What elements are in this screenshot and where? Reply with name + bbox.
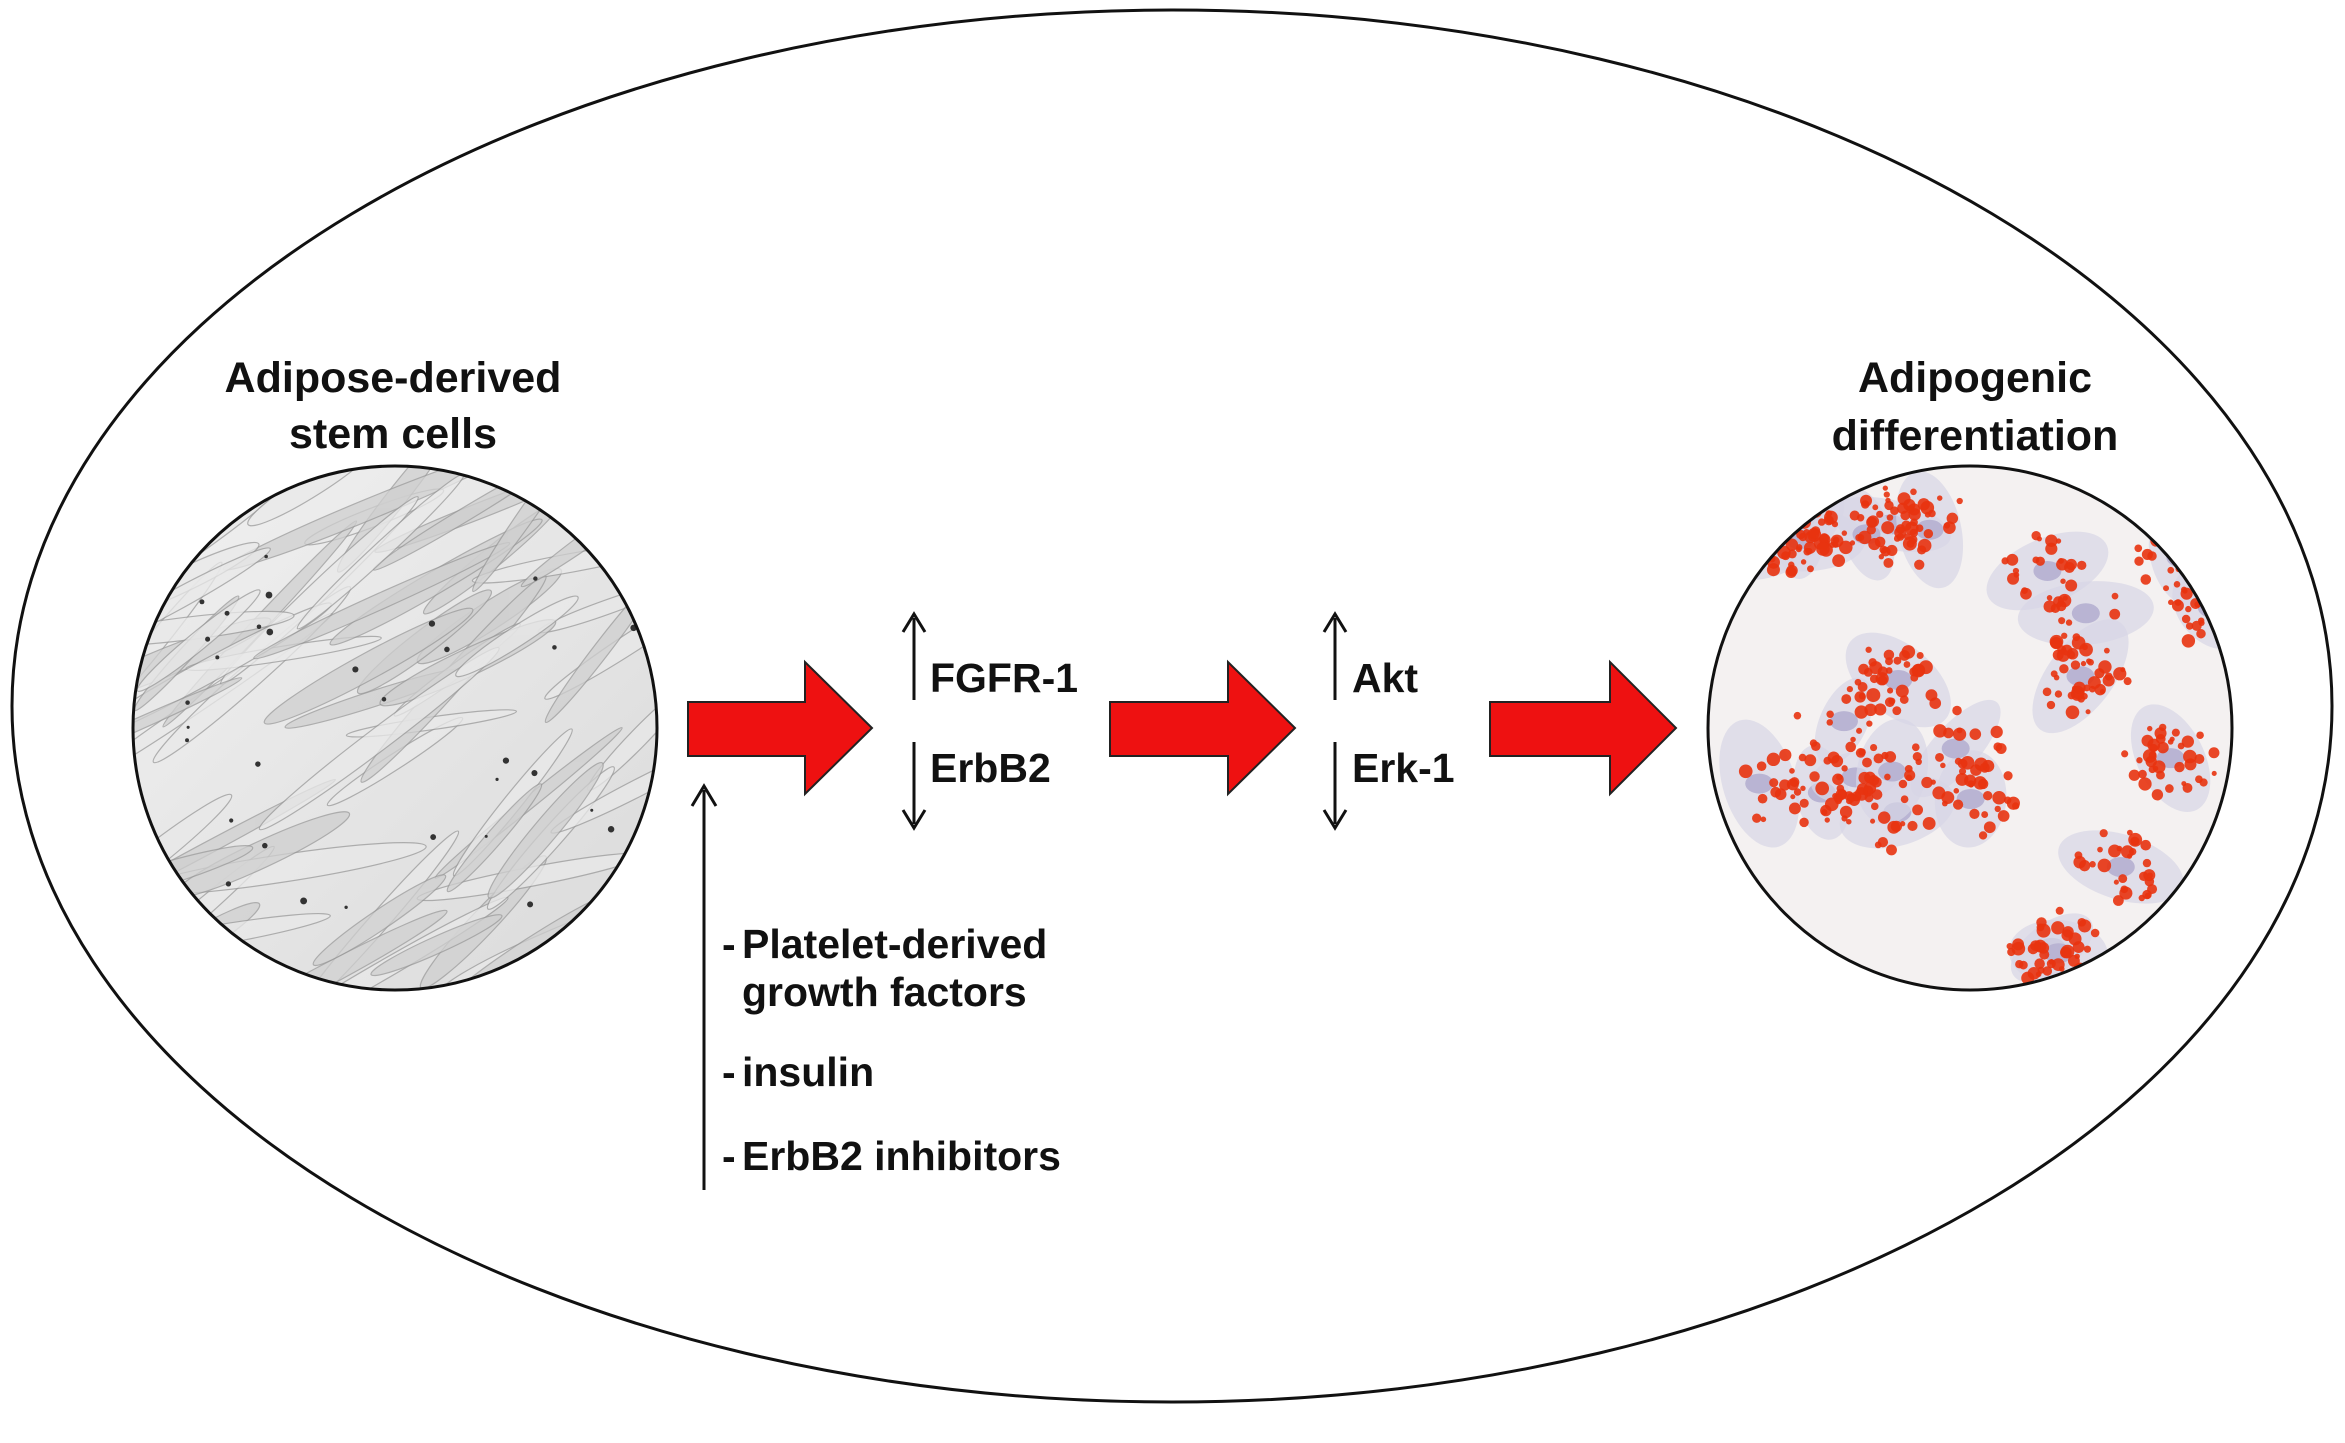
modulator-3-bullet: - [722,1133,736,1179]
source-title-line-1: Adipose-derived [225,354,562,402]
up-arrow-signaling [1322,611,1348,700]
modulator-1-bullet: - [722,921,736,967]
source-panel: Adipose-derived stem cells [131,354,659,992]
receptor-up-label: FGFR-1 [930,655,1078,701]
modulator-input-arrow [690,783,718,1190]
modulator-2-bullet: - [722,1049,736,1095]
signaling-down-label: Erk-1 [1352,745,1455,791]
down-arrow-signaling [1322,742,1348,831]
modulator-1-line-1: Platelet-derived [742,921,1047,967]
source-title-line-2: stem cells [289,410,497,458]
target-title-line-2: differentiation [1832,412,2119,460]
red-arrow-1 [687,659,874,797]
up-arrow-receptor [901,611,927,700]
modulator-list: - Platelet-derived growth factors - insu… [722,921,1061,1179]
receptor-down-label: ErbB2 [930,745,1051,791]
adipocyte-micrograph [1706,464,2234,992]
target-title-line-1: Adipogenic [1858,354,2092,402]
down-arrow-receptor [901,742,927,831]
stem-cells-micrograph [131,464,659,992]
modulator-1-line-2: growth factors [742,969,1027,1015]
outer-ellipse [10,8,2334,1404]
target-panel: Adipogenic differentiation [1706,354,2234,992]
red-arrow-2 [1109,659,1297,797]
stem-cell-texture [133,466,657,990]
red-arrow-3 [1489,659,1678,797]
modulator-2-line-1: insulin [742,1049,874,1095]
modulator-3-line-1: ErbB2 inhibitors [742,1133,1061,1179]
signaling-up-label: Akt [1352,655,1418,701]
